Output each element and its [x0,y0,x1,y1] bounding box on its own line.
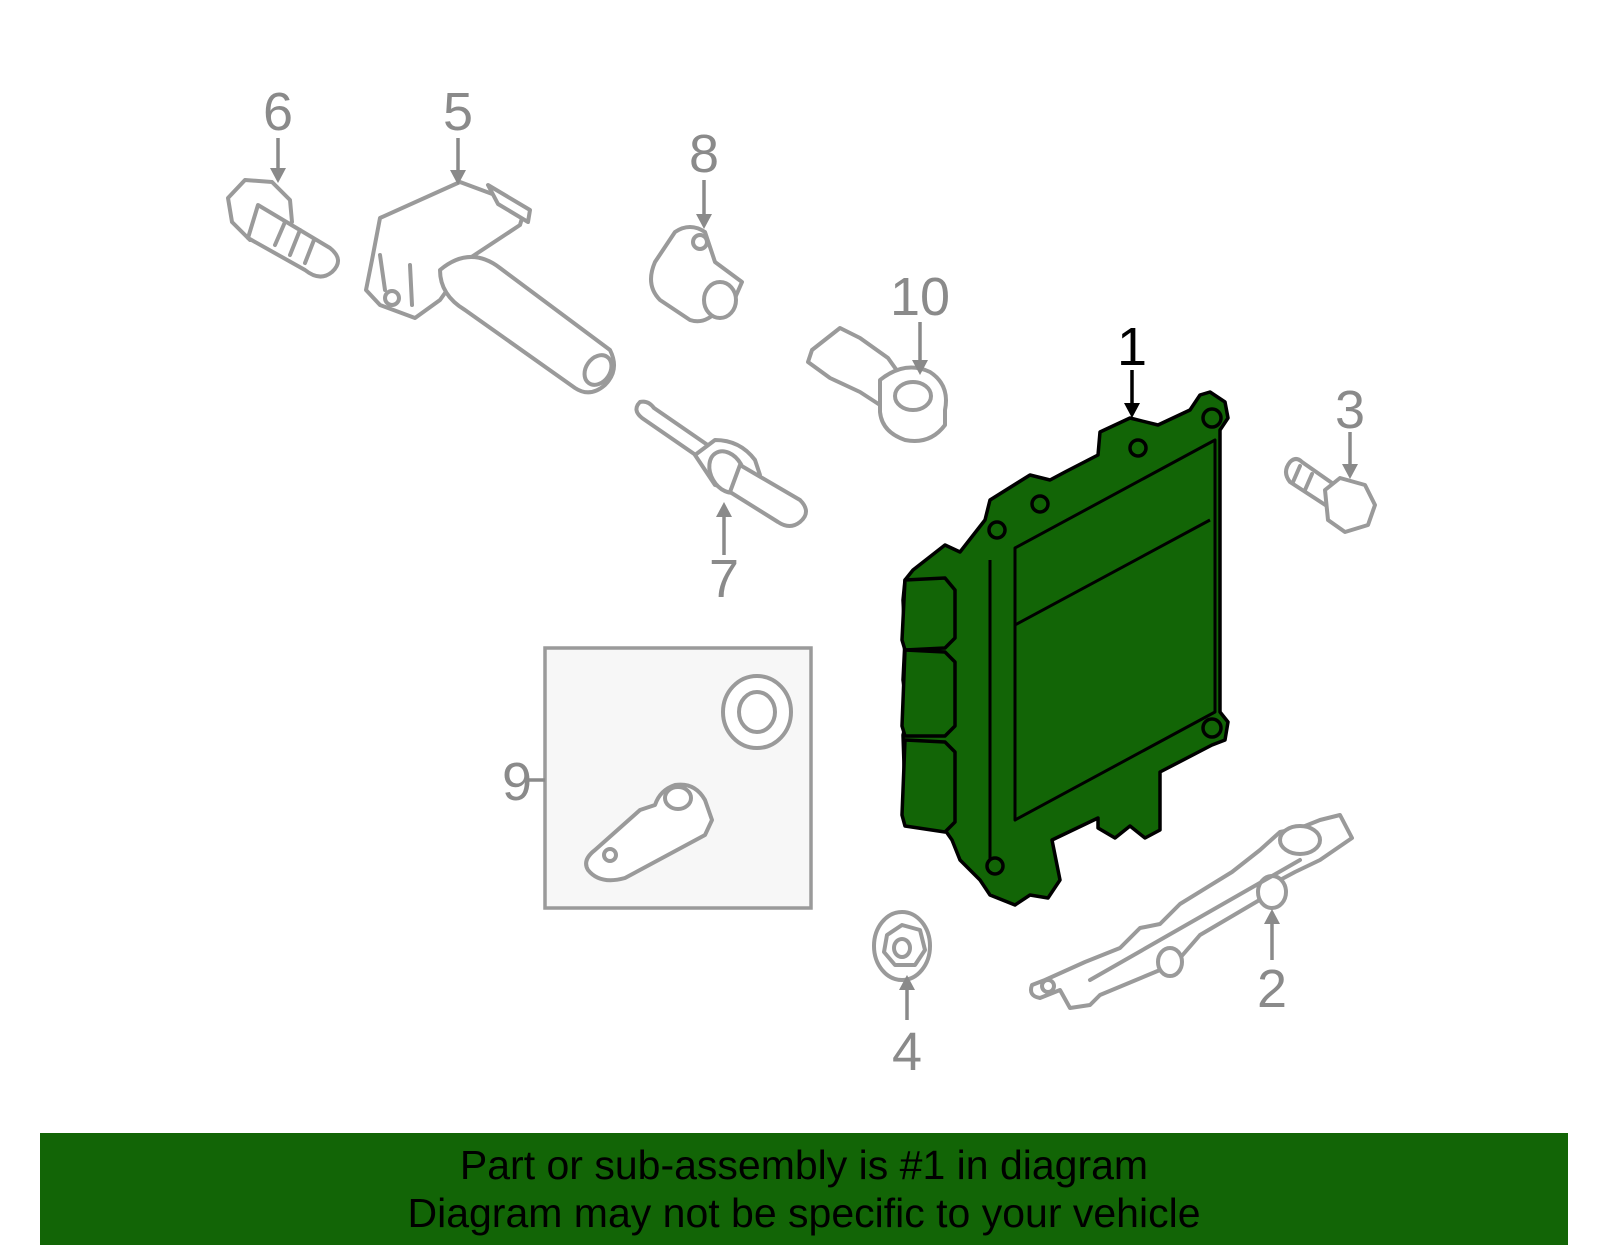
callout-4: 4 [892,1022,922,1082]
callout-7: 7 [709,549,739,609]
callout-6: 6 [263,82,293,142]
arrow-8 [696,180,712,229]
callout-2: 2 [1257,959,1287,1019]
part-3-bolt [1284,457,1377,534]
part-7-stud-sensor [634,399,808,528]
info-banner: Part or sub-assembly is #1 in diagram Di… [40,1133,1568,1245]
callout-5: 5 [443,82,473,142]
callout-10: 10 [890,267,950,327]
arrow-4 [899,975,915,1020]
arrow-3 [1342,432,1358,479]
callout-9: 9 [502,752,532,812]
callout-8: 8 [689,124,719,184]
part-5-ignition-coil [364,180,616,395]
arrow-10 [912,322,928,375]
callout-1: 1 [1117,317,1147,377]
part-8-sensor [649,225,744,324]
banner-line-1: Part or sub-assembly is #1 in diagram [459,1142,1149,1188]
callout-3: 3 [1335,380,1365,440]
part-2-bracket [1029,813,1354,1010]
part-4-nut [872,910,932,982]
part-9-kit-box [543,646,813,910]
arrow-6 [270,138,286,183]
arrow-2 [1264,909,1280,960]
part-6-bolt [226,178,340,279]
arrow-1 [1124,370,1140,418]
banner-line-2: Diagram may not be specific to your vehi… [407,1190,1201,1236]
part-10-knock-sensor [806,326,948,443]
arrow-5 [450,138,466,185]
arrow-7 [716,502,732,555]
part-1-ecu [900,390,1230,907]
